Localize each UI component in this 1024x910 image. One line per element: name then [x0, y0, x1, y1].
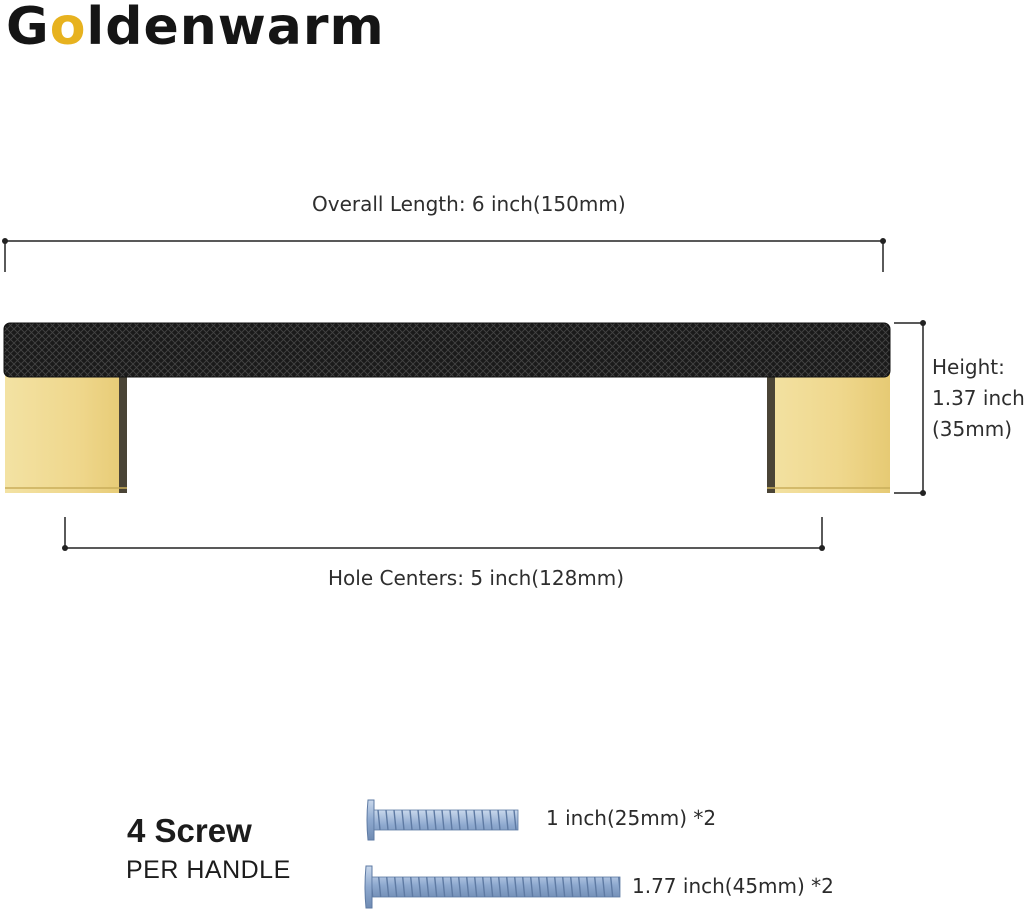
screw-count-subtitle: PER HANDLE — [126, 856, 291, 884]
overall-length-label: Overall Length: 6 inch(150mm) — [312, 192, 626, 216]
height-dimension — [894, 320, 926, 496]
brand-logo-suffix: ldenwarm — [86, 0, 385, 57]
right-handle-foot — [767, 370, 890, 493]
overall-length-dimension — [2, 238, 886, 272]
knurled-handle-bar — [4, 323, 890, 377]
long-screw-label: 1.77 inch(45mm) *2 — [632, 874, 834, 898]
brand-logo-prefix: G — [6, 0, 50, 57]
hole-centers-dimension — [62, 517, 825, 551]
screw-count-title: 4 Screw — [127, 812, 252, 849]
hole-centers-label: Hole Centers: 5 inch(128mm) — [328, 566, 625, 590]
height-label-line3: (35mm) — [932, 417, 1013, 441]
brand-logo: Goldenwarm — [6, 0, 385, 54]
height-label-line1: Height: — [932, 355, 1005, 379]
height-label-line2: 1.37 inch — [932, 386, 1024, 410]
short-screw-label: 1 inch(25mm) *2 — [546, 806, 717, 830]
short-screw-icon — [366, 799, 519, 841]
long-screw-icon — [364, 865, 621, 909]
brand-logo-accent: o — [49, 0, 87, 57]
left-handle-foot — [5, 370, 127, 493]
height-label: Height: 1.37 inch (35mm) — [932, 352, 1024, 445]
